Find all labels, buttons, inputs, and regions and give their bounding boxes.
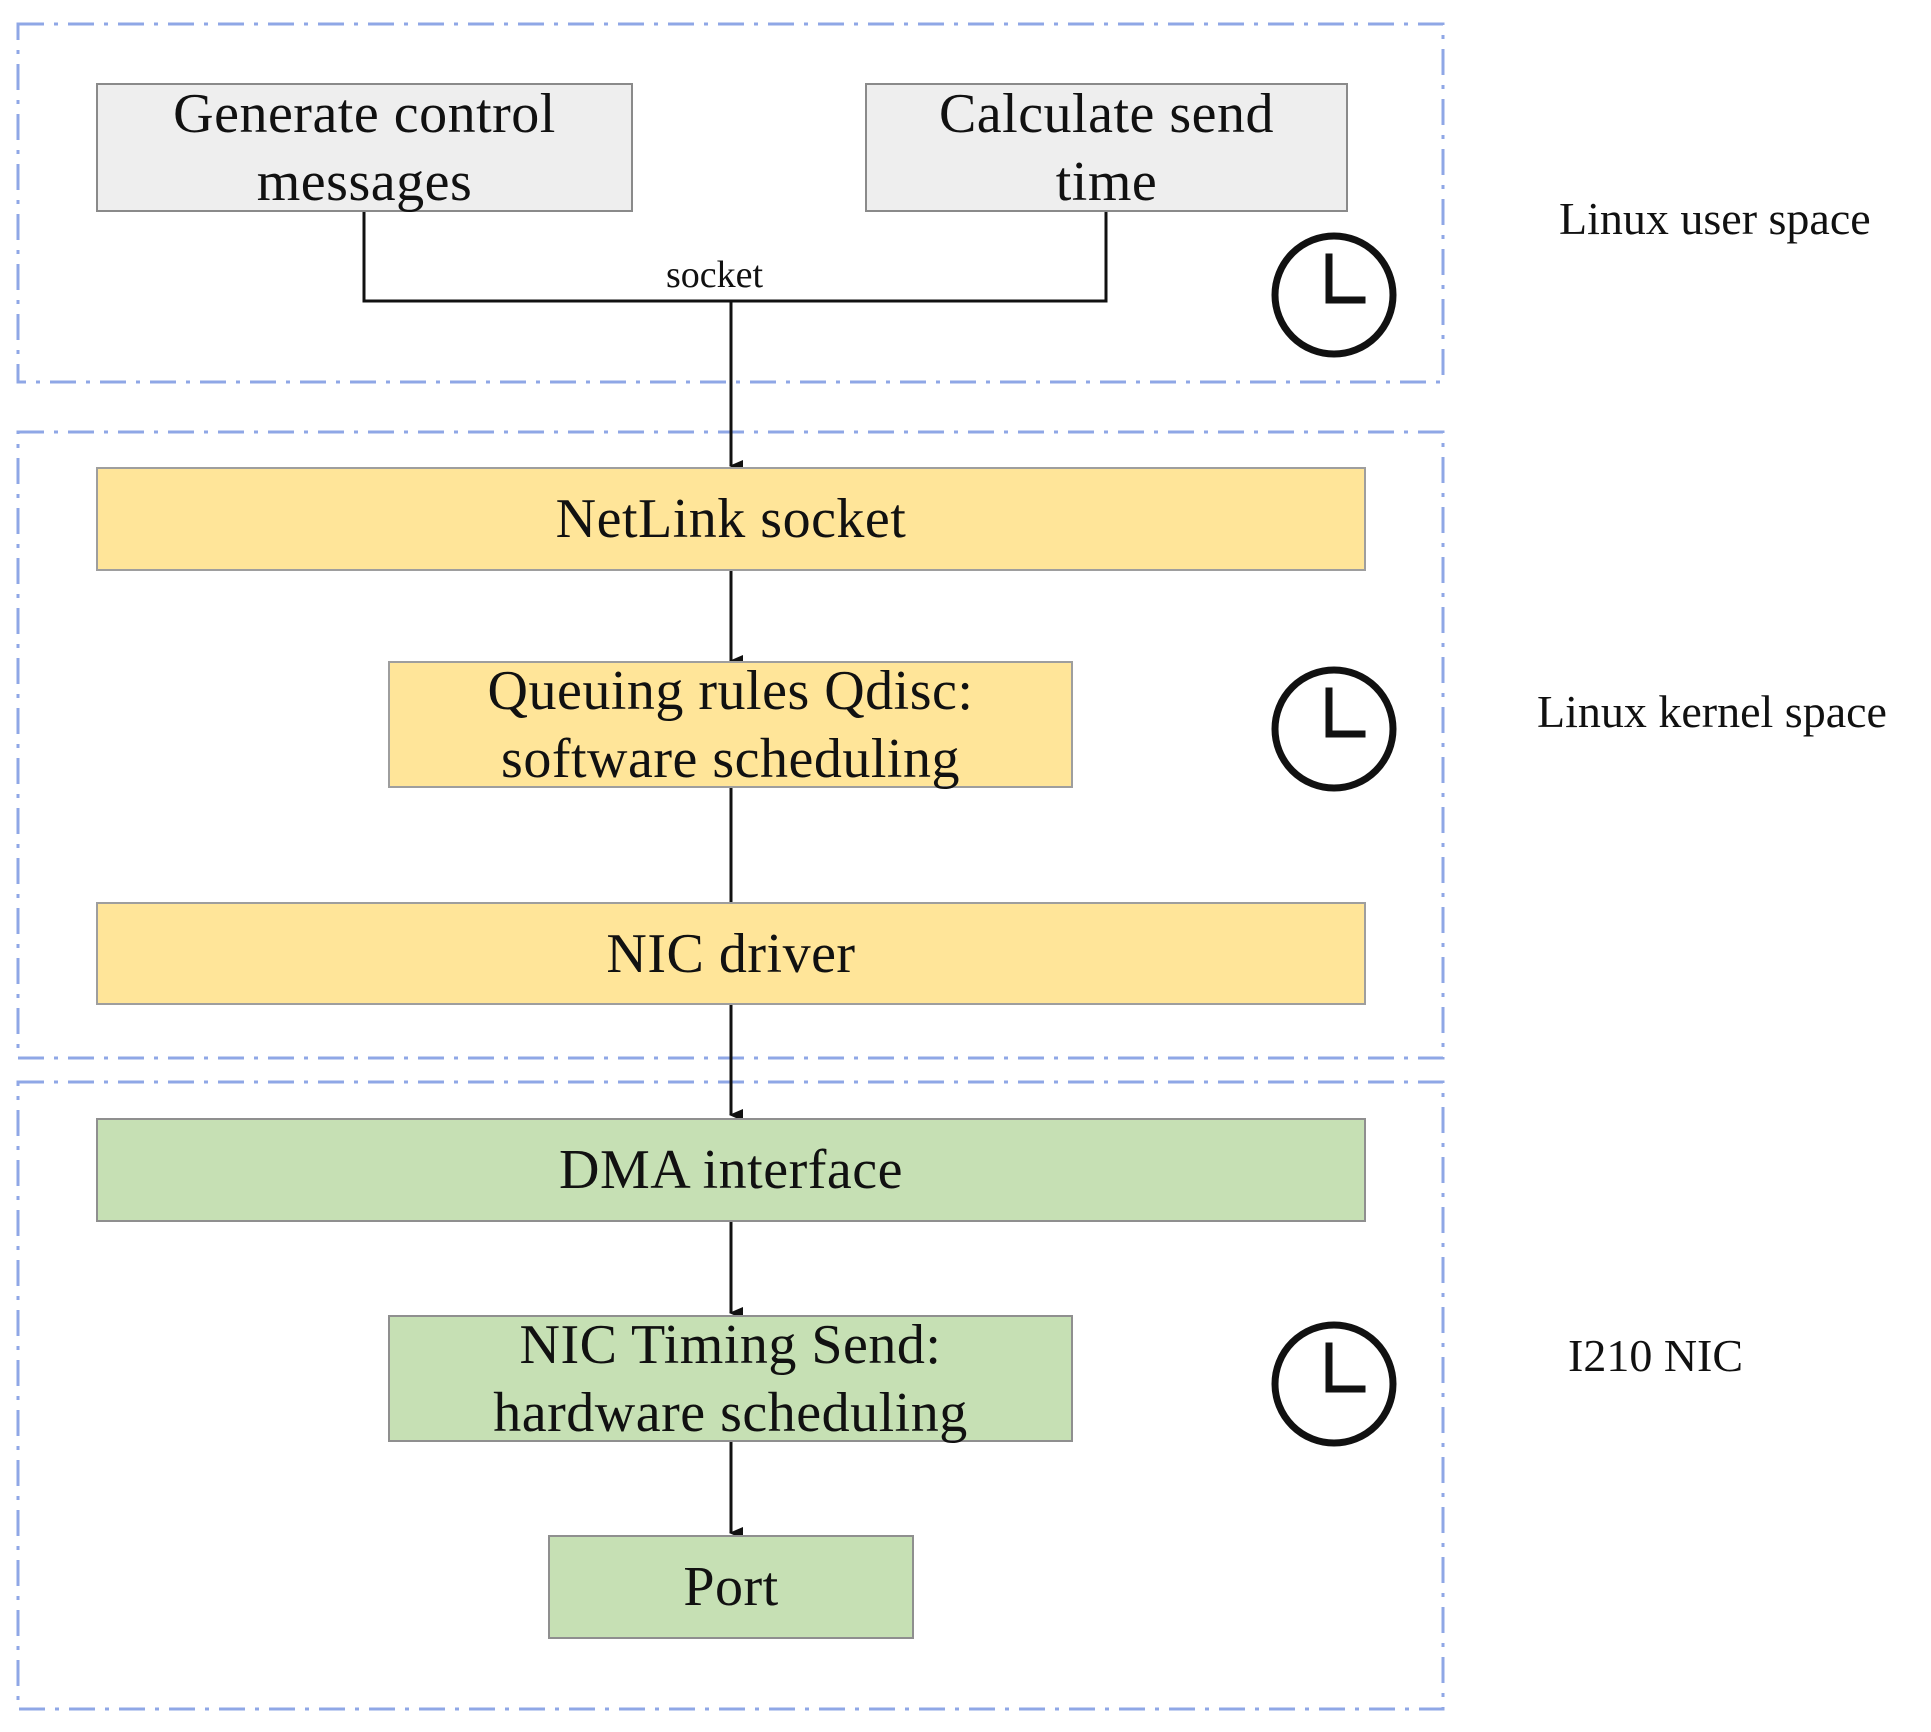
generate-control-messages-box: Generate control messages	[96, 83, 633, 213]
qdisc-box: Queuing rules Qdisc: software scheduling	[388, 660, 1073, 790]
nic-label: I210 NIC	[1568, 1330, 1744, 1381]
user-space-label: Linux user space	[1559, 193, 1871, 244]
dma-interface-box: DMA interface	[96, 1118, 1366, 1222]
calculate-send-time-text: Calculate send time	[938, 82, 1275, 213]
nic-timing-send-box: NIC Timing Send: hardware scheduling	[388, 1314, 1073, 1444]
nic-timing-send-text: NIC Timing Send: hardware scheduling	[493, 1313, 968, 1444]
netlink-socket-label: NetLink socket	[555, 488, 907, 550]
socket-edge-label: socket	[666, 254, 764, 296]
region-user-space	[16, 22, 1445, 384]
generate-control-messages-text: Generate control messages	[173, 82, 556, 213]
clock-icon	[1271, 1321, 1397, 1447]
nic-driver-label: NIC driver	[606, 922, 856, 985]
dma-interface-label: DMA interface	[559, 1139, 903, 1201]
netlink-socket-box: NetLink socket	[96, 467, 1366, 571]
region-user-space-border	[16, 22, 1445, 384]
clock-icon	[1271, 666, 1397, 792]
calculate-send-time-box: Calculate send time	[865, 83, 1348, 213]
port-label: Port	[683, 1556, 779, 1618]
port-box: Port	[548, 1535, 914, 1639]
clock-icon	[1271, 232, 1397, 358]
nic-driver-box: NIC driver	[96, 902, 1366, 1005]
qdisc-text: Queuing rules Qdisc: software scheduling	[487, 659, 974, 790]
kernel-space-label: Linux kernel space	[1537, 686, 1887, 737]
